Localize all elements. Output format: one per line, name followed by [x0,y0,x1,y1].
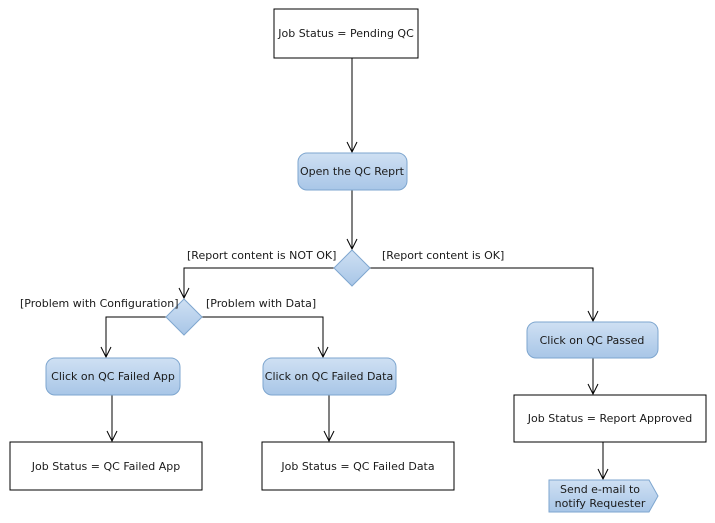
node-click-qc-passed-label: Click on QC Passed [540,334,645,347]
arrowhead-icon [346,238,358,251]
decision-problem-type [165,298,203,336]
decision-diamond-icon [333,249,371,287]
edge-problem-configuration [105,316,166,357]
node-pending-qc-label: Job Status = Pending QC [277,27,414,40]
arrowhead-icon [323,430,335,443]
node-click-qc-failed-data: Click on QC Failed Data [262,357,397,396]
arrowhead-icon [597,468,609,481]
edge-problem-data [202,316,324,357]
node-open-qc-report: Open the QC Reprt [297,152,408,191]
node-click-qc-failed-app: Click on QC Failed App [45,357,181,396]
node-send-email-line2: notify Requester [555,497,646,510]
node-status-qc-failed-data: Job Status = QC Failed Data [261,441,455,491]
arrowhead-icon [100,346,112,359]
edge-ok [370,267,594,321]
guard-problem-data: [Problem with Data] [206,297,316,310]
node-pending-qc: Job Status = Pending QC [273,8,419,59]
edges [100,58,609,481]
node-status-report-approved: Job Status = Report Approved [513,394,707,443]
arrowhead-icon [346,141,358,154]
node-status-qc-failed-app: Job Status = QC Failed App [9,441,203,491]
guard-report-not-ok: [Report content is NOT OK] [187,249,336,262]
decision-diamond-icon [165,298,203,336]
node-send-email-line1: Send e-mail to [560,483,640,496]
node-status-report-approved-label: Job Status = Report Approved [527,412,692,425]
node-send-email-signal: Send e-mail to notify Requester [548,479,659,513]
node-status-qc-failed-app-label: Job Status = QC Failed App [31,460,180,473]
node-open-qc-report-label: Open the QC Reprt [300,165,405,178]
arrowhead-icon [178,287,190,300]
guard-problem-configuration: [Problem with Configuration] [20,297,179,310]
arrowhead-icon [587,310,599,323]
arrowhead-icon [317,346,329,359]
node-status-qc-failed-data-label: Job Status = QC Failed Data [280,460,434,473]
node-click-qc-passed: Click on QC Passed [526,321,659,359]
guard-report-ok: [Report content is OK] [382,249,504,262]
arrowhead-icon [106,430,118,443]
edge-not-ok [183,267,334,298]
arrowhead-icon [587,383,599,396]
decision-report-content [333,249,371,287]
node-click-qc-failed-data-label: Click on QC Failed Data [265,370,393,383]
send-signal-icon [548,479,659,513]
node-click-qc-failed-app-label: Click on QC Failed App [51,370,175,383]
